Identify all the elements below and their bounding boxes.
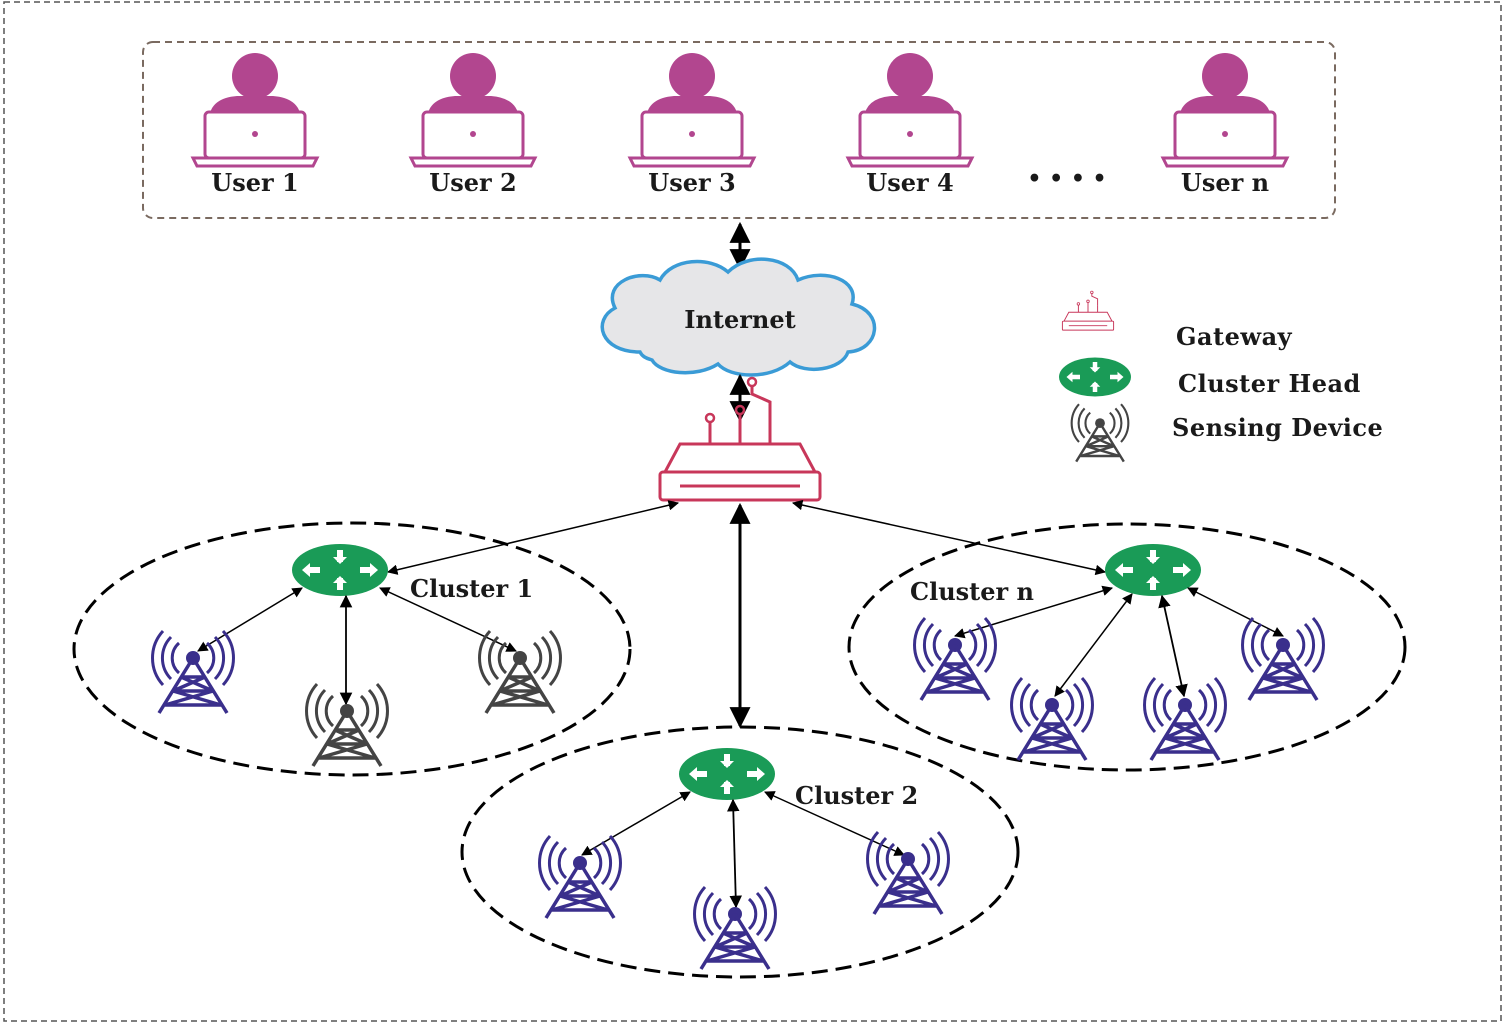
user-laptop-icon [1161, 51, 1289, 168]
user-laptop-icon [409, 51, 537, 168]
cluster-boundary [72, 521, 632, 777]
cluster-boundary [847, 522, 1407, 772]
cluster-head-icon [1105, 544, 1201, 596]
gateway-cluster1-link [386, 500, 680, 575]
sensor-link [581, 791, 691, 856]
antenna-tower-icon [865, 830, 951, 916]
cloud-label: Internet [684, 305, 795, 334]
gateway-clustern-link [791, 499, 1107, 576]
user-label: User 1 [211, 168, 298, 197]
outer-frame [3, 1, 1502, 1022]
user-label: User 4 [866, 168, 953, 197]
sensor-link [1187, 587, 1284, 637]
users-panel [142, 41, 1336, 219]
legend-cluster-head-label: Cluster Head [1178, 369, 1361, 398]
cluster-head-icon [292, 544, 388, 596]
legend-gateway-label: Gateway [1176, 322, 1293, 351]
user-laptop-icon [846, 51, 974, 168]
antenna-tower-icon [1009, 676, 1095, 762]
user-3: User 3 [628, 51, 756, 197]
cluster-label: Cluster n [910, 577, 1034, 606]
legend-router-icon [1061, 290, 1115, 331]
cluster-2: Cluster 2 [460, 725, 1020, 979]
user-label: User n [1181, 168, 1269, 197]
internet-cloud: Internet [600, 257, 877, 377]
legend-sensing-device-label: Sensing Device [1172, 413, 1383, 442]
cluster-label: Cluster 2 [795, 781, 918, 810]
antenna-tower-icon [1240, 616, 1326, 702]
antenna-tower-icon [477, 629, 563, 715]
antenna-tower-icon [1142, 676, 1228, 762]
user-laptop-icon [191, 51, 319, 168]
legend-antenna-tower-icon [1070, 402, 1130, 463]
user-4: User 4 [846, 51, 974, 197]
antenna-tower-icon [537, 834, 623, 920]
legend-cluster-head-icon [1059, 357, 1131, 397]
cluster-n: Cluster n [847, 522, 1407, 772]
cluster-1: Cluster 1 [72, 521, 632, 777]
user-label: User 2 [429, 168, 516, 197]
cloud-icon [600, 257, 877, 377]
user-n: User n [1161, 51, 1289, 197]
antenna-tower-icon [912, 616, 998, 702]
sensor-link [727, 798, 742, 909]
users-ellipsis: • • • • [1027, 166, 1106, 192]
cluster-label: Cluster 1 [410, 574, 533, 603]
sensor-link [197, 587, 303, 652]
antenna-tower-icon [150, 629, 236, 715]
user-2: User 2 [409, 51, 537, 197]
user-label: User 3 [648, 168, 735, 197]
legend: Gateway Cluster Head Sensing Device [1059, 290, 1383, 463]
sensor-link [1054, 593, 1133, 697]
antenna-tower-icon [304, 682, 390, 768]
cluster-head-icon [679, 748, 775, 800]
user-1: User 1 [191, 51, 319, 197]
sensor-link [1158, 594, 1188, 698]
user-laptop-icon [628, 51, 756, 168]
cluster-boundary [460, 725, 1020, 979]
